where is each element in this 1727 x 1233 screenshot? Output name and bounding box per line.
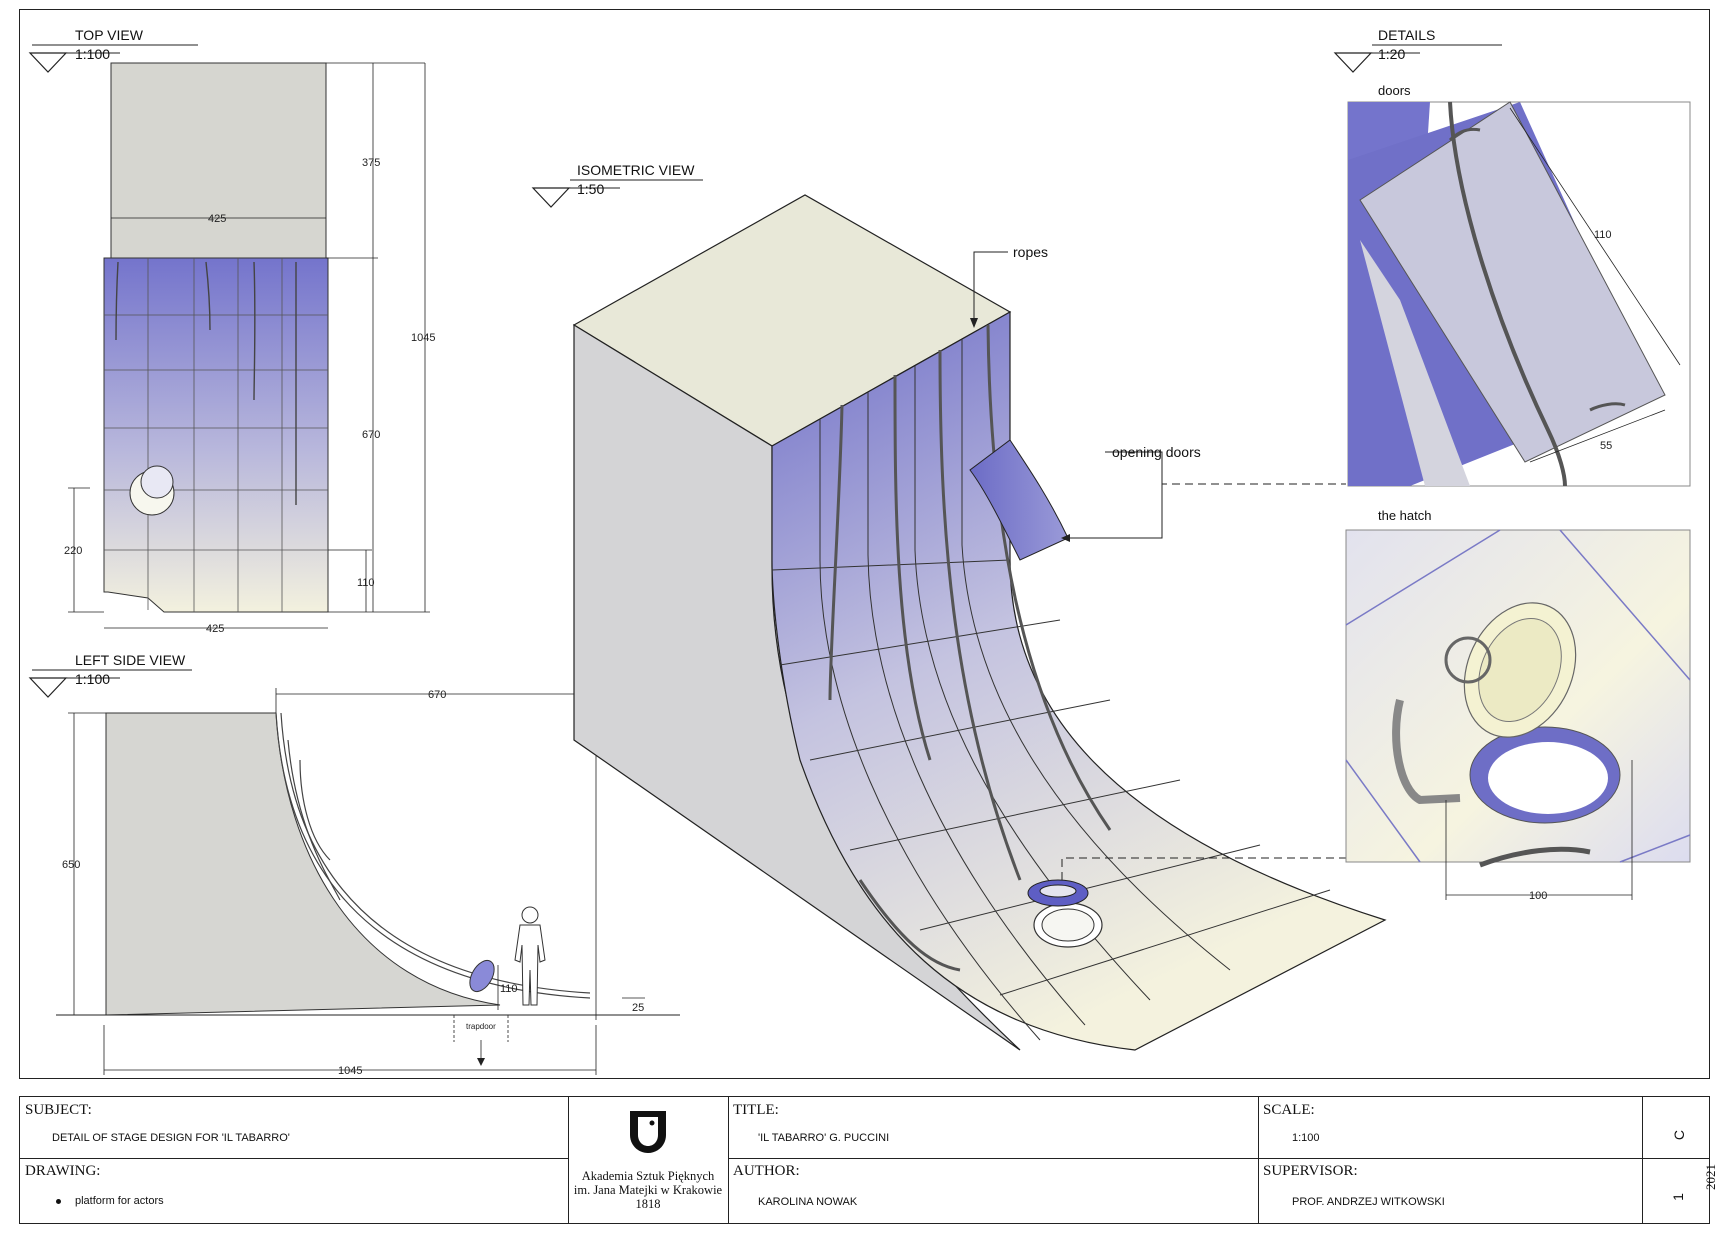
detail-doors-dim-short: 55 [1600, 440, 1612, 452]
trapdoor-arrow-icon [477, 1058, 485, 1066]
human-figure [514, 906, 546, 1006]
left-side-view-scale: 1:100 [75, 671, 110, 687]
scale-value: 1:100 [1292, 1132, 1320, 1144]
iso-ropes [828, 324, 1112, 972]
detail-hatch-caption: the hatch [1378, 508, 1432, 523]
year-label: 2021 [1703, 1164, 1718, 1190]
drawing-item: platform for actors [56, 1195, 164, 1207]
supervisor-cell: SUPERVISOR: PROF. ANDRZEJ WITKOWSKI [1258, 1158, 1642, 1223]
top-view: TOP VIEW 1:100 [28, 27, 435, 635]
iso-callout-lines [973, 251, 1346, 880]
detail-doors-image [1347, 101, 1691, 487]
side-dim-ramp-length: 670 [428, 689, 446, 701]
drawing-canvas: TOP VIEW 1:100 [28, 27, 1691, 1077]
bullet-icon [56, 1198, 61, 1204]
drawing-label: DRAWING: [25, 1163, 101, 1179]
institution-line-3: 1818 [635, 1197, 661, 1211]
top-dim-ramp-depth: 670 [362, 429, 380, 441]
detail-doors-dim-long: 110 [1594, 229, 1612, 241]
top-dim-total-depth: 1045 [411, 332, 435, 344]
top-dim-lip: 110 [357, 577, 375, 589]
title-value: 'IL TABARRO' G. PUCCINI [758, 1132, 890, 1144]
institution-logo-cell: Akademia Sztuk Pięknych im. Jana Matejki… [568, 1097, 728, 1223]
tb-divider [728, 1097, 729, 1223]
side-view-ramp-lines [275, 712, 591, 999]
ropes-arrow-icon [970, 318, 978, 328]
institution-name: Akademia Sztuk Pięknych im. Jana Matejki… [568, 1169, 728, 1211]
author-cell: AUTHOR: KAROLINA NOWAK [728, 1158, 1258, 1223]
subject-cell: SUBJECT: DETAIL OF STAGE DESIGN FOR 'IL … [20, 1097, 568, 1158]
institution-shield-icon [630, 1111, 666, 1153]
tb-divider [568, 1097, 569, 1223]
side-dim-floor: 25 [632, 1002, 644, 1014]
drawing-frame [19, 9, 1710, 1079]
isometric-view: ISOMETRIC VIEW 1:50 [531, 162, 1387, 1051]
top-dim-hatch-offset: 220 [64, 545, 82, 557]
drawing-item-text: platform for actors [75, 1195, 164, 1207]
details-view: DETAILS 1:20 doors 110 55 the hatch [1333, 27, 1691, 902]
side-dim-height: 650 [62, 859, 80, 871]
tb-divider [1642, 1097, 1643, 1223]
title-label: TITLE: [733, 1102, 779, 1118]
top-view-dimensions [68, 62, 430, 629]
scale-cell: SCALE: 1:100 [1258, 1097, 1642, 1158]
top-view-marker [28, 44, 198, 73]
top-view-ramp [103, 257, 329, 613]
details-view-title: DETAILS [1378, 27, 1435, 43]
left-side-view-marker [28, 669, 192, 698]
scale-label: SCALE: [1263, 1102, 1315, 1118]
title-block: SUBJECT: DETAIL OF STAGE DESIGN FOR 'IL … [19, 1096, 1710, 1224]
doors-arrow-icon [1061, 534, 1070, 542]
top-view-scale: 1:100 [75, 46, 110, 62]
top-view-ropes [115, 261, 297, 505]
top-view-title: TOP VIEW [75, 27, 144, 43]
top-dim-width-top: 425 [208, 213, 226, 225]
detail-hatch-image [1345, 529, 1691, 868]
details-view-scale: 1:20 [1378, 46, 1405, 62]
side-dim-trapdoor-label: trapdoor [466, 1022, 496, 1031]
drawing-cell: DRAWING: platform for actors [20, 1158, 568, 1223]
callout-ropes: ropes [1013, 244, 1048, 260]
left-side-view-title: LEFT SIDE VIEW [75, 652, 186, 668]
subject-value: DETAIL OF STAGE DESIGN FOR 'IL TABARRO' [52, 1132, 290, 1144]
iso-ramp-surface [771, 310, 1387, 1051]
isometric-view-scale: 1:50 [577, 181, 604, 197]
institution-line-1: Akademia Sztuk Pięknych [581, 1169, 715, 1183]
sheet-number: 1 [1669, 1193, 1686, 1201]
supervisor-label: SUPERVISOR: [1263, 1163, 1358, 1179]
iso-hatch [1027, 879, 1103, 948]
side-view-hatch [469, 959, 495, 993]
author-label: AUTHOR: [733, 1163, 800, 1179]
detail-doors-caption: doors [1378, 83, 1411, 98]
side-dim-figure-height: 110 [500, 983, 518, 995]
tb-divider [1258, 1097, 1259, 1223]
iso-opening-door [969, 439, 1069, 561]
top-dim-width-bottom: 425 [206, 623, 224, 635]
top-view-hatch [129, 465, 175, 516]
subject-label: SUBJECT: [25, 1102, 92, 1118]
detail-hatch-dimension [1445, 760, 1633, 900]
isometric-view-marker [531, 179, 703, 208]
author-value: KAROLINA NOWAK [758, 1196, 858, 1208]
top-view-block [110, 62, 327, 259]
side-view-body [105, 712, 501, 1016]
top-view-panel-grid [104, 258, 328, 612]
title-cell: TITLE: 'IL TABARRO' G. PUCCINI [728, 1097, 1258, 1158]
supervisor-value: PROF. ANDRZEJ WITKOWSKI [1292, 1196, 1445, 1208]
details-view-marker [1333, 44, 1502, 73]
detail-hatch-dim: 100 [1529, 890, 1547, 902]
callout-opening-doors: opening doors [1112, 444, 1201, 460]
side-dim-total-length: 1045 [338, 1065, 362, 1077]
tb-divider [20, 1158, 568, 1159]
isometric-view-title: ISOMETRIC VIEW [577, 162, 695, 178]
institution-line-2: im. Jana Matejki w Krakowie [573, 1183, 723, 1197]
sheet-letter: C [1671, 1129, 1688, 1141]
tb-divider [728, 1158, 1709, 1159]
iso-panel-grid [771, 339, 1331, 1041]
left-side-view: LEFT SIDE VIEW 1:100 [28, 652, 680, 1077]
top-dim-block-depth: 375 [362, 157, 380, 169]
